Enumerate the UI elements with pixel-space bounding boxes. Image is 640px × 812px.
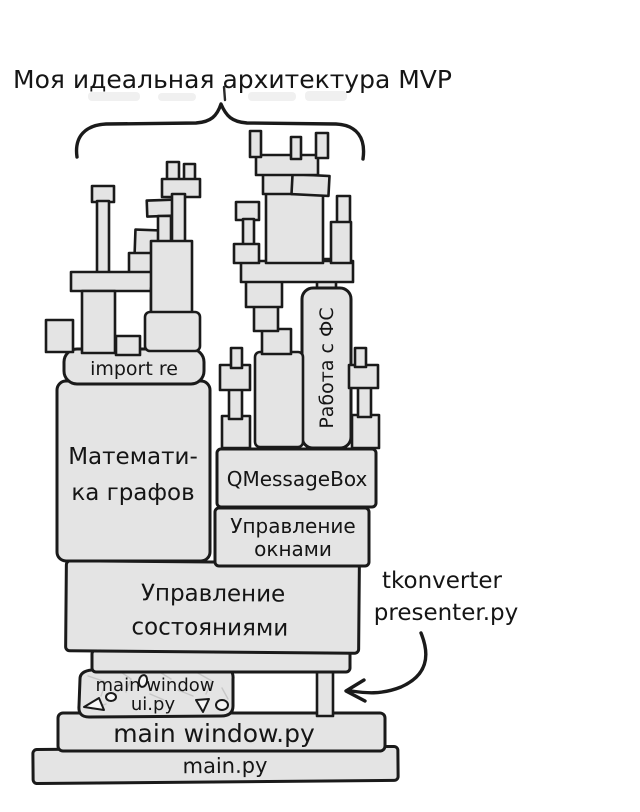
block <box>229 346 244 370</box>
main-py-label: main.py <box>182 754 267 779</box>
block <box>80 289 117 355</box>
block <box>114 334 142 357</box>
block <box>254 153 320 177</box>
decorative-blocks-center <box>218 278 381 450</box>
block-qmessagebox: QMessageBox <box>215 447 378 509</box>
block <box>44 318 75 354</box>
presenter-annotation-label-1: tkonverter <box>382 568 503 594</box>
block <box>244 278 284 309</box>
block <box>149 239 194 316</box>
main-window-py-label: main window.py <box>113 719 315 748</box>
erased-smudge <box>88 91 347 101</box>
graph-math-shape <box>55 379 212 563</box>
fs-work-label: Работа с ФС <box>316 307 338 428</box>
decorative-blocks-top <box>232 129 355 284</box>
block <box>234 200 261 222</box>
main-window-ui-label-2: ui.py <box>131 694 176 715</box>
block-window-management: Управление окнами <box>213 506 371 568</box>
block <box>165 160 181 182</box>
diagram-title: Моя идеальная архитектура MVP <box>13 65 452 94</box>
block-main-window-py: main window.py <box>56 711 387 753</box>
graph-math-label-2: ка графов <box>71 480 194 506</box>
presenter-support-column <box>315 666 335 718</box>
block <box>220 414 252 450</box>
state-management-label-2: состояниями <box>131 614 288 641</box>
window-management-label-1: Управление <box>230 514 355 538</box>
presenter-annotation: tkonverter presenter.py <box>344 568 518 703</box>
block <box>260 327 293 356</box>
block <box>156 214 173 245</box>
pebble <box>83 697 105 711</box>
brace <box>74 102 366 161</box>
main-window-ui-label-1: main window <box>96 675 215 696</box>
block <box>143 310 202 353</box>
block <box>253 350 305 449</box>
qmessagebox-label: QMessageBox <box>227 467 368 491</box>
block <box>353 346 368 369</box>
block <box>289 135 303 161</box>
block <box>170 192 187 244</box>
presenter-annotation-label-2: presenter.py <box>374 600 518 626</box>
stray-mark <box>222 85 227 102</box>
block-state-management: Управление состояниями <box>64 559 361 655</box>
block <box>227 386 244 421</box>
decorative-blocks-left-middle <box>143 160 202 353</box>
graph-math-label-1: Математи- <box>68 444 198 470</box>
block-main-window-ui-py: main window ui.py <box>77 665 235 719</box>
block-import-re: import re <box>62 347 206 386</box>
block <box>248 129 263 159</box>
block <box>335 194 352 226</box>
pebble <box>215 699 229 711</box>
import-re-label: import re <box>90 358 178 380</box>
state-management-label-1: Управление <box>141 580 286 607</box>
arrow-head-icon <box>344 678 367 703</box>
pebble <box>137 674 149 688</box>
pebbles <box>83 674 229 713</box>
block <box>232 242 261 265</box>
arrow-shaft <box>349 631 428 695</box>
window-management-label-2: окнами <box>254 537 332 561</box>
block-graph-math: Математи- ка графов <box>55 379 212 563</box>
pebble <box>105 692 117 702</box>
block <box>350 413 381 450</box>
block <box>356 384 373 419</box>
block <box>252 303 280 333</box>
qmessagebox-shape <box>215 447 378 509</box>
state-management-shape <box>64 559 361 655</box>
block <box>329 220 353 265</box>
block <box>290 172 331 198</box>
block <box>90 184 116 204</box>
block <box>241 217 256 248</box>
block <box>314 131 330 160</box>
pebble <box>195 698 210 713</box>
block <box>347 363 380 390</box>
block-fs-work: Работа с ФС <box>300 257 353 450</box>
block <box>264 191 325 265</box>
